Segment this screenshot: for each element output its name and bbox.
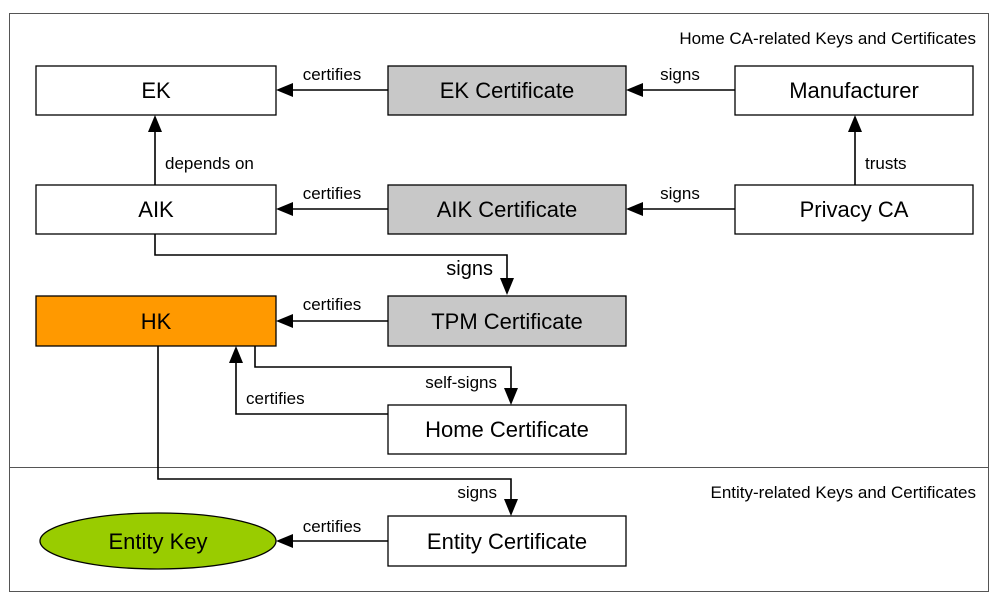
edge-label: signs bbox=[660, 65, 700, 84]
arrowheads bbox=[148, 83, 862, 548]
edge-label: self-signs bbox=[425, 373, 497, 392]
edge-label: certifies bbox=[303, 295, 362, 314]
privacy-ca-label: Privacy CA bbox=[800, 197, 909, 222]
tpm-certificate-box bbox=[387, 295, 627, 347]
privacy-ca-box bbox=[734, 184, 974, 235]
home-certificate-label: Home Certificate bbox=[425, 417, 589, 442]
edge-label: signs bbox=[457, 483, 497, 502]
edge-label: certifies bbox=[303, 65, 362, 84]
aik-label: AIK bbox=[138, 197, 174, 222]
aik-certificate-box bbox=[387, 184, 627, 235]
edge-label: certifies bbox=[303, 517, 362, 536]
node-ek: EK bbox=[35, 65, 277, 116]
edge-label: trusts bbox=[865, 154, 907, 173]
arrowhead bbox=[626, 202, 643, 216]
entity-certificate-box bbox=[387, 515, 627, 567]
edge-homecert-to-hk bbox=[235, 363, 388, 415]
hk-label: HK bbox=[141, 309, 172, 334]
node-entity-key: Entity Key bbox=[39, 512, 277, 570]
edge-label: depends on bbox=[165, 154, 254, 173]
home-certificate-box bbox=[387, 404, 627, 455]
aik-certificate-label: AIK Certificate bbox=[437, 197, 578, 222]
manufacturer-label: Manufacturer bbox=[789, 78, 919, 103]
node-ek-certificate: EK Certificate bbox=[387, 65, 627, 116]
aik-box bbox=[35, 184, 277, 235]
arrowhead bbox=[276, 202, 293, 216]
arrowhead bbox=[500, 278, 514, 295]
region-label-entity: Entity-related Keys and Certificates bbox=[710, 483, 976, 502]
connectors bbox=[154, 89, 856, 542]
arrowhead bbox=[504, 499, 518, 516]
edge-hk-to-homecert bbox=[254, 346, 512, 389]
entity-key-ellipse bbox=[39, 512, 277, 570]
manufacturer-box bbox=[734, 65, 974, 116]
ek-box bbox=[35, 65, 277, 116]
ek-certificate-label: EK Certificate bbox=[440, 78, 575, 103]
arrowhead bbox=[276, 534, 293, 548]
node-aik: AIK bbox=[35, 184, 277, 235]
ek-label: EK bbox=[141, 78, 171, 103]
entity-certificate-label: Entity Certificate bbox=[427, 529, 587, 554]
entity-key-label: Entity Key bbox=[108, 529, 207, 554]
node-tpm-certificate: TPM Certificate bbox=[387, 295, 627, 347]
edge-aik-to-tpmcert bbox=[154, 234, 508, 279]
edge-label: certifies bbox=[246, 389, 305, 408]
edge-label: signs bbox=[446, 258, 493, 280]
arrowhead bbox=[504, 388, 518, 405]
node-manufacturer: Manufacturer bbox=[734, 65, 974, 116]
tpm-certificate-label: TPM Certificate bbox=[431, 309, 583, 334]
hk-box bbox=[35, 295, 277, 347]
region-label-home-ca: Home CA-related Keys and Certificates bbox=[679, 29, 976, 48]
arrowhead bbox=[848, 115, 862, 132]
diagram-frame bbox=[9, 13, 989, 592]
edge-labels: certifies signs depends on trusts certif… bbox=[165, 65, 907, 536]
node-home-certificate: Home Certificate bbox=[387, 404, 627, 455]
node-hk: HK bbox=[35, 295, 277, 347]
edge-label: signs bbox=[660, 184, 700, 203]
arrowhead bbox=[148, 115, 162, 132]
arrowhead bbox=[276, 83, 293, 97]
arrowhead bbox=[626, 83, 643, 97]
ek-certificate-box bbox=[387, 65, 627, 116]
arrowhead bbox=[229, 346, 243, 363]
node-entity-certificate: Entity Certificate bbox=[387, 515, 627, 567]
node-privacy-ca: Privacy CA bbox=[734, 184, 974, 235]
edge-label: certifies bbox=[303, 184, 362, 203]
node-aik-certificate: AIK Certificate bbox=[387, 184, 627, 235]
edge-hk-to-entitycert bbox=[157, 346, 512, 500]
arrowhead bbox=[276, 314, 293, 328]
